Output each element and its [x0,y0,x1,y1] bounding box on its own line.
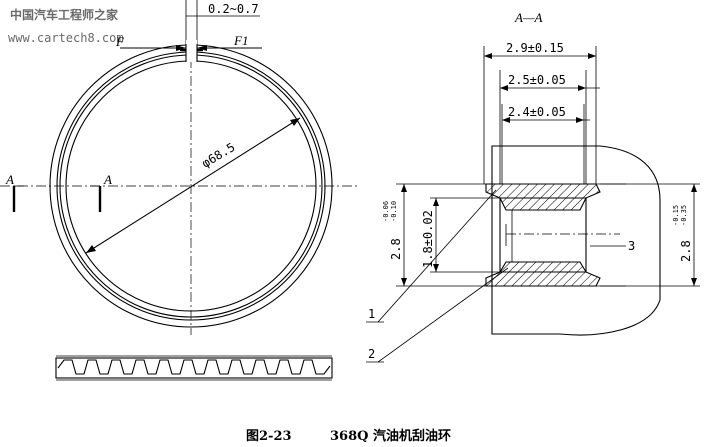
dim-height-outer-left: 2.8 [389,238,403,260]
dim-height-right: 2.8 [679,240,693,262]
section-view: A—A 2.9±0.15 2.5±0.05 2.4±0.05 [366,10,700,363]
gap-dimension: 0.2~0.7 [208,2,259,16]
dim-width-inner: 2.4±0.05 [508,105,566,119]
callout-2: 2 [368,347,375,361]
diameter-label: φ68.5 [199,140,237,171]
section-mark-left: A [5,172,14,187]
watermark-site-name: 中国汽车工程师之家 [10,7,119,22]
figure-title: 368Q 汽油机刮油环 [330,428,451,444]
callout-3: 3 [628,239,635,253]
dim-height-left: 1.8±0.02 [421,210,435,268]
dim-width-mid: 2.5±0.05 [508,73,566,87]
figure-number: 图2-23 [246,429,292,444]
dim-width-outer: 2.9±0.15 [506,41,564,55]
dim-height-right-tol-lower: -0.35 [680,205,688,226]
dim-height-outer-left-tol-lower: -0.10 [390,201,398,222]
force-label-f1: F1 [233,33,248,48]
dim-height-outer-left-tol-upper: -0.06 [382,201,390,222]
section-mark-right: A [103,172,112,187]
section-title: A—A [514,10,543,25]
watermark-url: www.cartech8.com [8,31,124,45]
callout-1: 1 [368,307,375,321]
dim-height-right-tol-upper: -0.15 [672,205,680,226]
plan-view: 0.2~0.7 F F1 φ68.5 A A [0,0,360,381]
force-label-left: F [115,34,125,49]
